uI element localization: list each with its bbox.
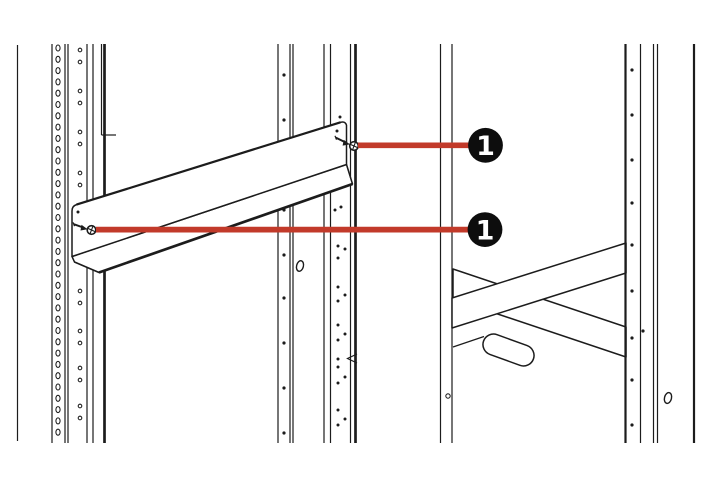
- rear-left-post: [277, 44, 305, 443]
- cage-nut-slot: [663, 391, 673, 405]
- callout-badge: [467, 212, 503, 248]
- callout-label: 1: [476, 215, 495, 246]
- front-right-post: [624, 44, 673, 443]
- bracket-hole: [76, 210, 80, 214]
- rear-left-post-holes: [282, 73, 286, 435]
- cage-nut-slot: [295, 259, 305, 273]
- hook-edge: [452, 335, 485, 348]
- left-post-hole-column-outer: [55, 44, 61, 436]
- rear-bracket-screw: [334, 135, 360, 152]
- bracket-front-face: [71, 121, 348, 258]
- callout-1-rear: 1: [358, 127, 503, 163]
- front-bracket-screw: [72, 222, 97, 236]
- arrowhead-icon: [80, 224, 88, 231]
- cable-hook: [482, 333, 535, 367]
- cross-brace-x: [451, 242, 627, 367]
- latch-tab: [346, 353, 358, 364]
- front-right-post-holes: [630, 68, 645, 427]
- inner-flange-holes: [333, 115, 347, 427]
- callout-label: 1: [476, 131, 495, 162]
- post-slot-hole: [445, 393, 451, 399]
- rear-left-post-inner-flange: [323, 44, 358, 443]
- mounting-bracket: [71, 121, 354, 274]
- bracket-top-edge: [76, 121, 341, 206]
- callout-badge: [468, 127, 503, 163]
- bracket-hole: [335, 129, 339, 133]
- arrowhead-icon: [342, 139, 350, 146]
- callout-1-front: 1: [96, 212, 503, 248]
- left-post-hole-column-inner: [77, 47, 83, 421]
- rear-right-post: [439, 44, 453, 443]
